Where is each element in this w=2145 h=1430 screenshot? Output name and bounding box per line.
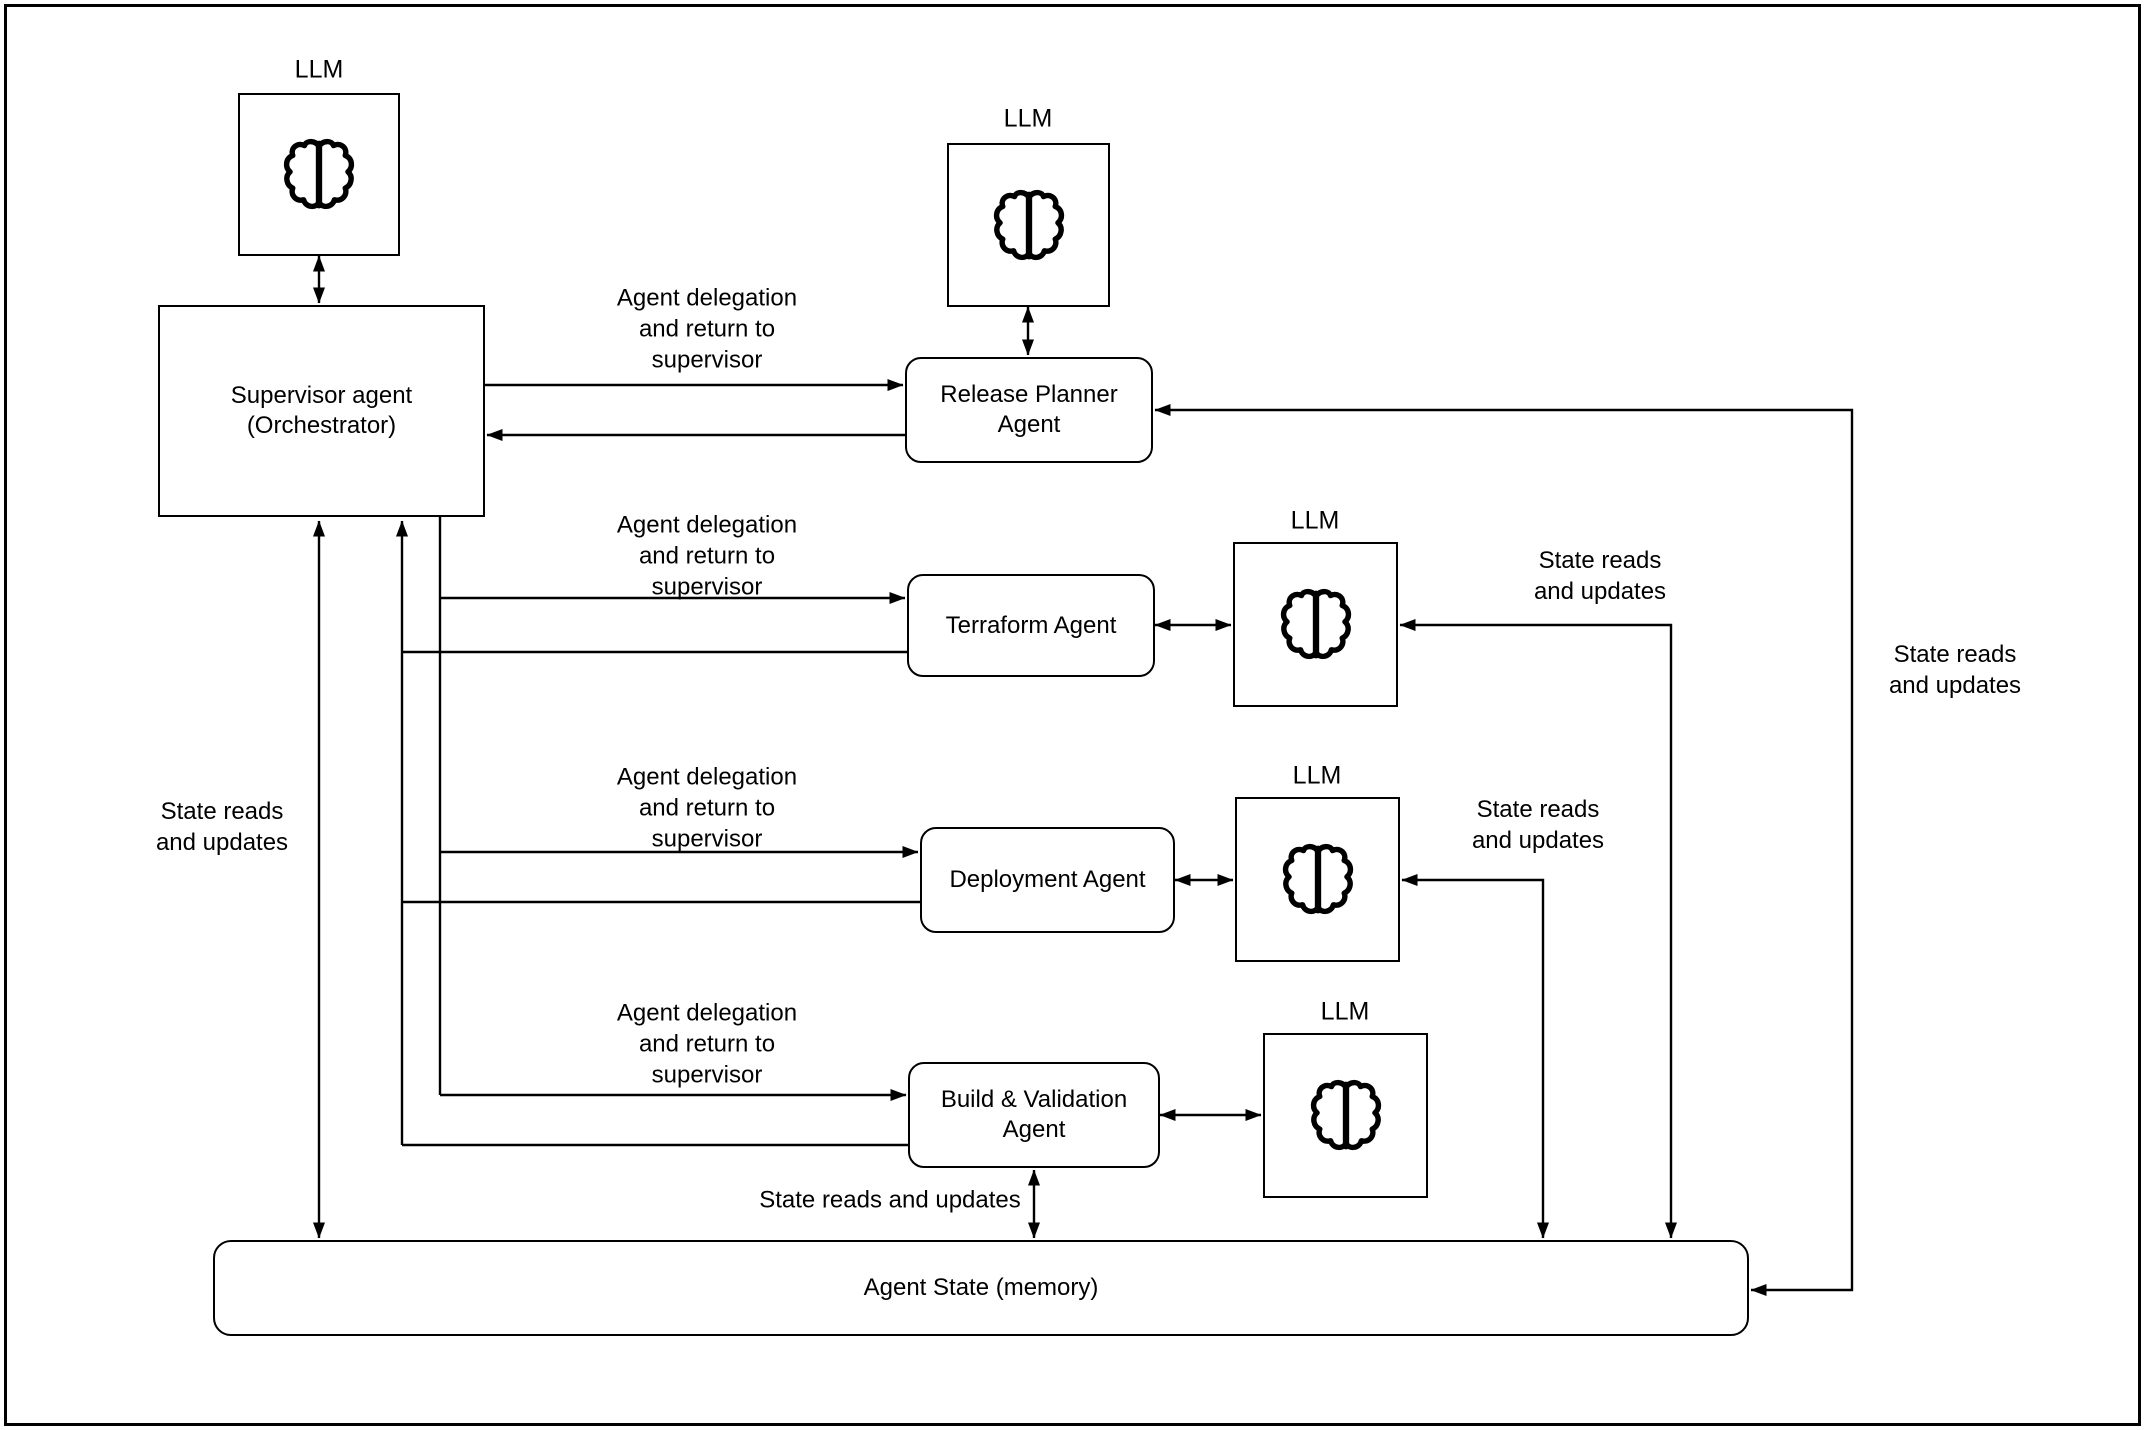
- brain-icon: [271, 132, 367, 217]
- llm-caption-terraform: LLM: [1290, 506, 1340, 535]
- edge-state-terraform: [1399, 619, 1677, 1239]
- brain-icon: [981, 183, 1077, 268]
- label-delegation-release-planner: Agent delegation and return to superviso…: [616, 284, 798, 374]
- llm-box-deployment: [1235, 797, 1400, 962]
- label-state-release-planner: State reads and updates: [1888, 641, 2022, 699]
- llm-caption-build: LLM: [1320, 997, 1370, 1026]
- edge-state-release-planner: [1154, 404, 1854, 1296]
- brain-icon: [1298, 1073, 1394, 1158]
- release-planner-node: Release Planner Agent: [905, 357, 1153, 463]
- llm-caption-release-planner: LLM: [1003, 104, 1053, 133]
- brain-icon: [1268, 582, 1364, 667]
- llm-box-build: [1263, 1033, 1428, 1198]
- deployment-node: Deployment Agent: [920, 827, 1175, 933]
- supervisor-node: Supervisor agent (Orchestrator): [158, 305, 485, 517]
- label-delegation-deployment: Agent delegation and return to superviso…: [616, 763, 798, 853]
- llm-caption-deployment: LLM: [1292, 761, 1342, 790]
- llm-box-supervisor: [238, 93, 400, 256]
- build-validation-node: Build & Validation Agent: [908, 1062, 1160, 1168]
- label-state-deployment: State reads and updates: [1471, 796, 1605, 854]
- label-state-build: State reads and updates: [759, 1186, 1021, 1214]
- brain-icon: [1270, 837, 1366, 922]
- diagram-border: [4, 4, 2141, 1426]
- label-delegation-terraform: Agent delegation and return to superviso…: [616, 511, 798, 601]
- label-delegation-build: Agent delegation and return to superviso…: [616, 999, 798, 1089]
- label-state-supervisor: State reads and updates: [155, 798, 289, 856]
- label-state-terraform: State reads and updates: [1533, 547, 1667, 605]
- llm-caption-supervisor: LLM: [294, 55, 344, 84]
- llm-box-terraform: [1233, 542, 1398, 707]
- agent-state-node: Agent State (memory): [213, 1240, 1749, 1336]
- llm-box-release-planner: [947, 143, 1110, 307]
- terraform-node: Terraform Agent: [907, 574, 1155, 677]
